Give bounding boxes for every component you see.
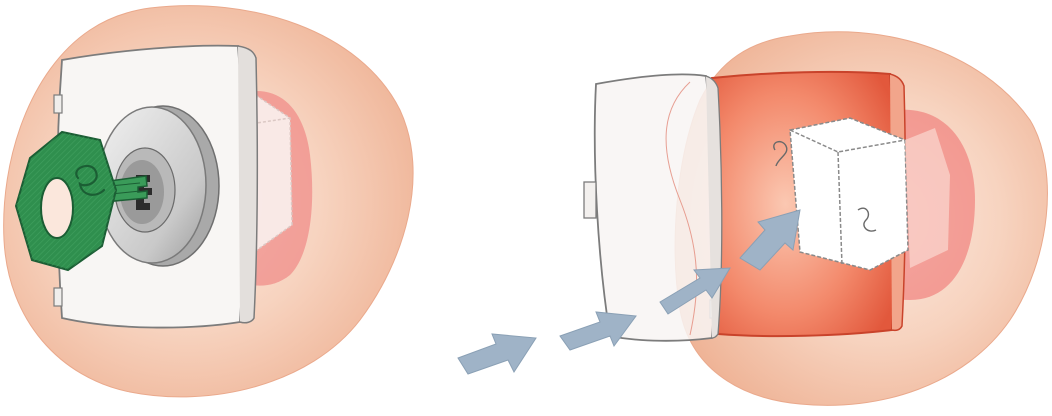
- door-handle: [584, 182, 596, 218]
- open-panel: [584, 32, 1047, 406]
- arrow-4-icon: [458, 334, 536, 374]
- locked-panel: [4, 6, 413, 397]
- arrow-3-icon: [560, 312, 636, 350]
- hinge-top-left: [54, 95, 62, 113]
- hinge-bottom-left: [54, 288, 62, 306]
- open-door: [584, 74, 722, 340]
